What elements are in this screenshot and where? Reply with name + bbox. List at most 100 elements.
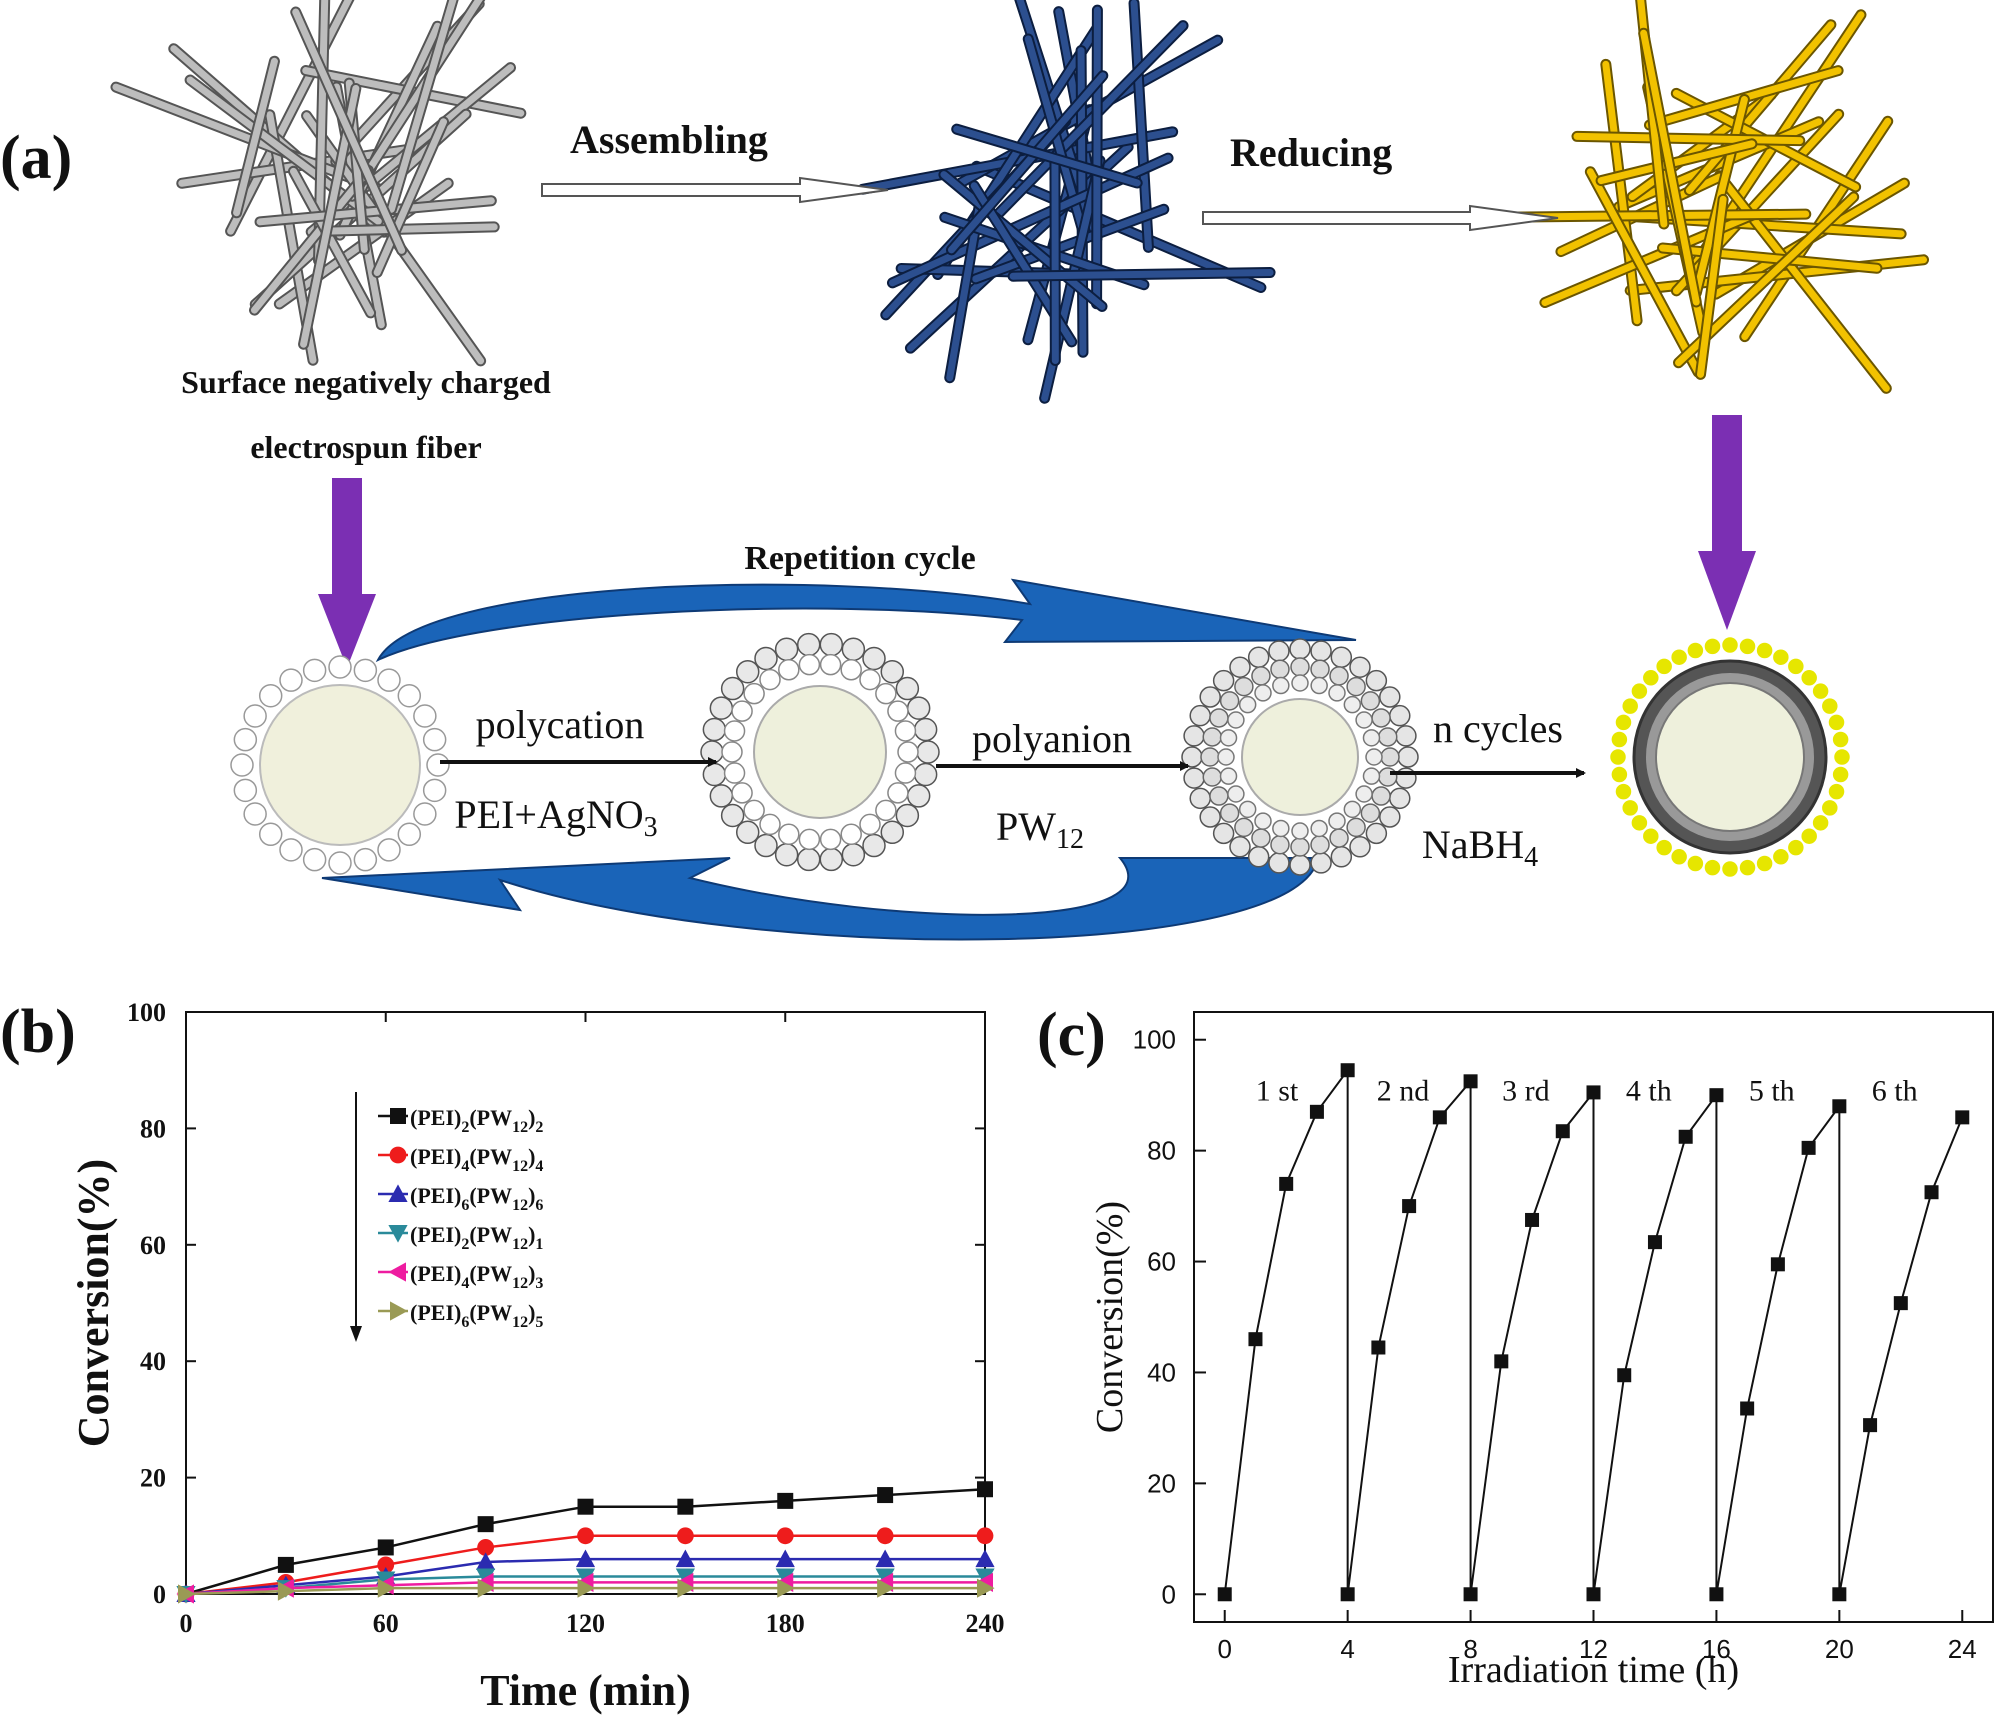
charge-dot bbox=[754, 833, 778, 858]
fiber-core bbox=[259, 684, 421, 846]
charge-dot bbox=[1349, 656, 1371, 678]
data-point bbox=[1740, 1401, 1755, 1416]
charge-dot bbox=[1622, 800, 1638, 816]
data-point bbox=[876, 1527, 894, 1545]
data-point bbox=[777, 1492, 794, 1509]
data-point bbox=[377, 1556, 395, 1574]
data-point bbox=[1555, 1124, 1570, 1139]
charge-dot bbox=[1183, 767, 1205, 789]
data-point bbox=[388, 1184, 408, 1202]
fiber-strand-highlight bbox=[1009, 269, 1274, 280]
charge-dot bbox=[1365, 748, 1383, 766]
charge-dot bbox=[759, 813, 781, 836]
charge-dot bbox=[1773, 649, 1789, 665]
data-point bbox=[1893, 1296, 1908, 1311]
charge-dot bbox=[1822, 800, 1838, 816]
charge-dot bbox=[880, 659, 905, 684]
charge-dot bbox=[1834, 749, 1850, 765]
gray-fiber-mat-icon bbox=[110, 0, 527, 367]
charge-dot bbox=[1656, 839, 1672, 856]
charge-dot bbox=[353, 847, 378, 872]
data-point bbox=[388, 1225, 408, 1243]
charge-dot bbox=[413, 802, 437, 826]
x-tick-label: 0 bbox=[1217, 1634, 1231, 1664]
charge-dot bbox=[1329, 828, 1349, 848]
charge-dot bbox=[1389, 704, 1411, 727]
data-point bbox=[977, 1481, 993, 1498]
charge-dot bbox=[1238, 695, 1257, 714]
charge-dot bbox=[1234, 817, 1254, 838]
data-point bbox=[976, 1527, 994, 1545]
data-point bbox=[1832, 1587, 1847, 1602]
reducer-label: NaBH4 bbox=[1422, 822, 1538, 873]
y-tick-label: 20 bbox=[140, 1464, 166, 1493]
charge-dot bbox=[1631, 683, 1648, 699]
charge-dot bbox=[840, 658, 862, 681]
charge-dot bbox=[243, 802, 267, 826]
charge-dot bbox=[1756, 855, 1773, 872]
charge-dot bbox=[422, 727, 447, 752]
fiber-strand-highlight bbox=[1659, 244, 1881, 272]
data-point bbox=[389, 1146, 407, 1164]
charge-dot bbox=[1289, 638, 1311, 660]
charge-dot bbox=[1355, 711, 1373, 729]
charge-dot bbox=[1377, 727, 1398, 747]
charge-dot bbox=[798, 828, 821, 851]
charge-dot bbox=[819, 653, 842, 676]
charge-dot bbox=[1773, 849, 1789, 865]
cycle-label: 4 th bbox=[1626, 1075, 1672, 1108]
charge-dot bbox=[1219, 729, 1238, 747]
fiber-strand-highlight bbox=[256, 197, 495, 226]
y-tick-label: 80 bbox=[140, 1114, 166, 1143]
charge-dot bbox=[895, 676, 920, 701]
charge-dot bbox=[397, 683, 422, 708]
charge-dot bbox=[1671, 849, 1687, 865]
y-tick-label: 60 bbox=[140, 1231, 166, 1260]
fiber-strand-highlight bbox=[1602, 60, 1641, 325]
charge-dot bbox=[913, 717, 938, 742]
charge-dot bbox=[778, 823, 800, 846]
x-tick-label: 8 bbox=[1463, 1634, 1477, 1664]
charge-dot bbox=[1739, 859, 1756, 876]
charge-dot bbox=[723, 720, 746, 742]
charge-dot bbox=[422, 778, 447, 803]
charge-dot bbox=[1310, 834, 1330, 855]
charge-dot bbox=[243, 704, 267, 728]
charge-dot bbox=[720, 803, 745, 828]
charge-dot bbox=[1722, 637, 1738, 653]
x-tick-label: 16 bbox=[1702, 1634, 1731, 1664]
charge-dot bbox=[796, 847, 821, 872]
charge-dot bbox=[1254, 684, 1272, 702]
charge-dot bbox=[1631, 815, 1648, 831]
charge-dot bbox=[841, 637, 866, 662]
data-point bbox=[1709, 1088, 1724, 1103]
x-tick-label: 0 bbox=[180, 1609, 193, 1638]
charge-dot bbox=[887, 700, 909, 722]
reduced-silver-cross-section-icon bbox=[1610, 637, 1850, 877]
charge-dot bbox=[1330, 646, 1353, 668]
charge-dot bbox=[875, 682, 897, 705]
fiber-caption-line1: Surface negatively charged bbox=[181, 364, 551, 400]
polycation-coated-cross-section-icon bbox=[700, 632, 940, 872]
fiber-strand-highlight bbox=[1685, 21, 1835, 194]
charge-dot bbox=[1212, 822, 1235, 845]
charge-dot bbox=[1365, 822, 1388, 845]
data-point bbox=[1402, 1199, 1417, 1214]
charge-dot bbox=[353, 658, 378, 683]
charge-dot bbox=[1615, 714, 1632, 731]
charge-dot bbox=[1291, 822, 1309, 840]
data-point bbox=[577, 1578, 596, 1598]
x-axis-label: Time (min) bbox=[480, 1666, 691, 1715]
polycation-label: polycation bbox=[476, 702, 645, 747]
panel-b-label: (b) bbox=[0, 998, 76, 1066]
charge-dot bbox=[1270, 834, 1290, 855]
x-tick-label: 60 bbox=[373, 1609, 399, 1638]
cycle-arrow-top-icon bbox=[375, 578, 1357, 663]
reducing-arrow bbox=[1202, 204, 1559, 232]
data-point bbox=[1832, 1099, 1847, 1114]
charge-dot bbox=[1346, 676, 1366, 697]
data-point bbox=[877, 1578, 895, 1598]
legend-entry: (PEI)4(PW12)4 bbox=[410, 1144, 543, 1175]
charge-dot bbox=[1788, 658, 1804, 675]
